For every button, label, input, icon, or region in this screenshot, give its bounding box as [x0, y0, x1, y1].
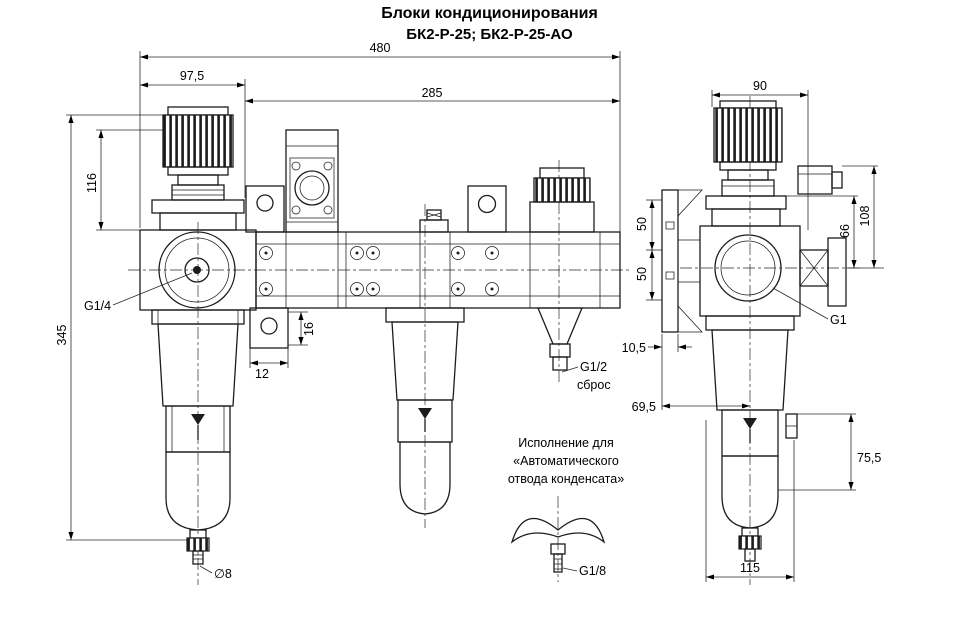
side-view-dimensions: 90 50 50 10,5 69,5 — [622, 79, 884, 582]
flow-arrow-icon — [418, 408, 432, 419]
dim-bowl-width: 115 — [740, 561, 760, 575]
drain-fitting-side — [738, 527, 762, 562]
wing-drain-fitting — [510, 517, 606, 573]
front-view-dimensions: 480 97,5 285 116 345 G1/4 — [55, 41, 621, 581]
label-port-g1: G1 — [830, 313, 847, 327]
filter-bowl-side — [705, 315, 798, 529]
dim-face-to-center: 69,5 — [632, 400, 656, 414]
filter-bowl-front — [151, 309, 245, 531]
mounting-tab-right — [467, 185, 507, 233]
dim-slot-height: 16 — [302, 322, 316, 336]
dim-height-connector: 108 — [858, 206, 872, 227]
flow-arrow-icon — [191, 414, 205, 425]
regulator-body-side — [699, 225, 847, 317]
note-line3: отвода конденсата» — [508, 472, 624, 486]
dim-bowl-depth: 75,5 — [857, 451, 881, 465]
electrical-connector — [797, 165, 843, 195]
lubricator-bowl-front — [385, 307, 465, 515]
regulator-knob-front — [151, 106, 245, 231]
label-port-g18: G1/8 — [579, 564, 606, 578]
drain-fitting-front — [186, 529, 210, 565]
label-drain-dia: ∅8 — [214, 567, 232, 581]
label-inlet-port: G1/4 — [84, 299, 111, 313]
note-line2: «Автоматического — [513, 454, 619, 468]
dim-regulator-height: 116 — [85, 173, 99, 193]
dim-hole-spacing-bottom: 50 — [635, 267, 649, 281]
drawing-title: Блоки кондиционирования — [381, 5, 598, 22]
regulator-knob-side — [705, 100, 787, 227]
dim-bracket-thickness: 10,5 — [622, 341, 646, 355]
label-relief-port: G1/2 — [580, 360, 607, 374]
mounting-tab-lower — [249, 307, 289, 349]
side-view: 90 50 50 10,5 69,5 — [622, 79, 884, 585]
dim-overall-width: 480 — [370, 41, 391, 55]
note-line1: Исполнение для — [518, 436, 614, 450]
label-relief-caption: сброс — [577, 378, 611, 392]
mounting-bracket-side — [661, 189, 703, 333]
front-view: 480 97,5 285 116 345 G1/4 — [55, 41, 632, 585]
relief-valve-unit — [529, 167, 595, 371]
flow-arrow-icon — [743, 418, 757, 429]
dim-width-side: 90 — [753, 79, 767, 93]
mounting-tab-upper — [245, 185, 285, 233]
dim-slot-width: 12 — [255, 367, 269, 381]
dim-span: 285 — [422, 86, 443, 100]
top-fitting — [419, 209, 449, 233]
dim-height-flange: 66 — [838, 224, 852, 238]
drawing-subtitle: БК2-Р-25; БК2-Р-25-АО — [406, 26, 573, 43]
solenoid-valve-block — [285, 129, 339, 233]
dim-overall-height: 345 — [55, 325, 69, 346]
dim-regulator-width: 97,5 — [180, 69, 204, 83]
dim-hole-spacing-top: 50 — [635, 217, 649, 231]
detail-view: Исполнение для «Автоматического отвода к… — [508, 436, 624, 582]
